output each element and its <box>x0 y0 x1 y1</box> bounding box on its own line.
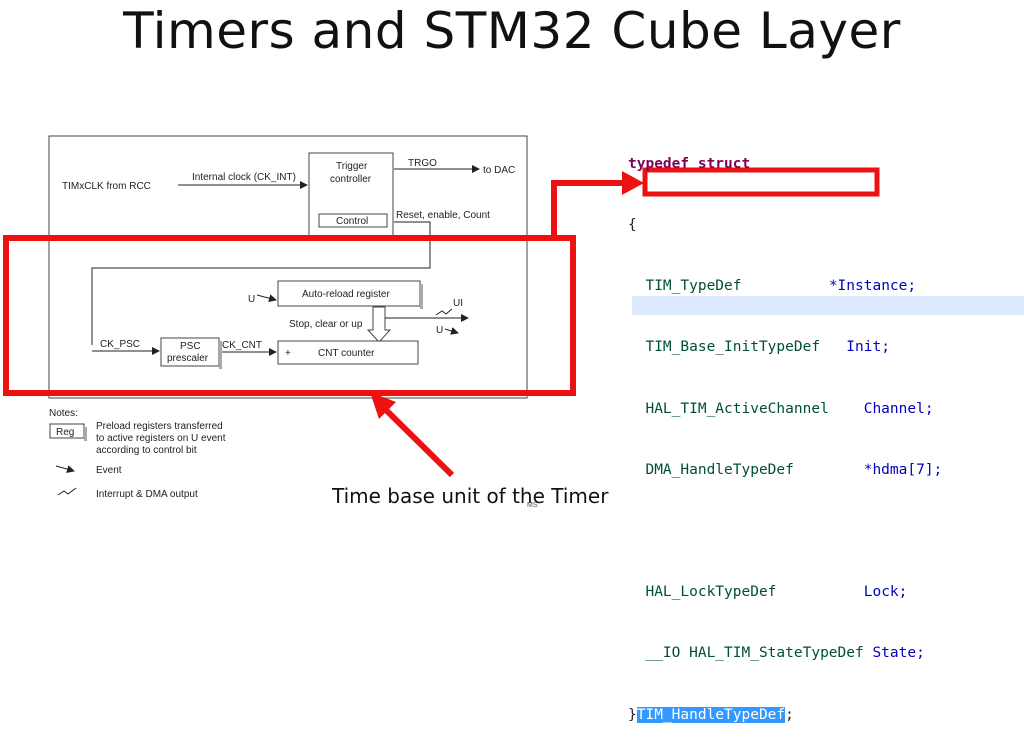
code-line-typedef: typedef struct <box>628 154 942 174</box>
auto-reload-box <box>277 280 421 307</box>
to-dac-label: to DAC <box>483 165 515 176</box>
prescaler-label: prescaler <box>167 353 209 364</box>
cnt-counter-box <box>277 340 419 365</box>
notes-heading: Notes: <box>49 408 78 419</box>
selected-line-highlight <box>632 296 1024 315</box>
u-out-label: U <box>436 325 443 336</box>
interrupt-icon <box>435 308 453 316</box>
code-line-blank <box>628 521 942 541</box>
cnt-counter-label: CNT counter <box>318 348 375 359</box>
interrupt-legend-label: Interrupt & DMA output <box>96 489 198 500</box>
psc-label: PSC <box>180 341 201 352</box>
code-line-member: DMA_HandleTypeDef *hdma[7]; <box>628 460 942 480</box>
psc-shadow <box>219 341 222 369</box>
keyword-struct: struct <box>697 155 751 172</box>
interrupt-legend-icon <box>57 487 77 496</box>
timer-block-diagram: TIMxCLK from RCC Internal clock (CK_INT)… <box>3 135 880 500</box>
clk-source-label: TIMxCLK from RCC <box>62 181 151 192</box>
diagram-frame <box>48 135 528 399</box>
event-icon <box>55 465 75 473</box>
trgo-label: TRGO <box>408 158 437 169</box>
code-snippet: typedef struct { TIM_TypeDef *Instance; … <box>628 113 942 745</box>
trigger-label: Trigger <box>336 161 368 172</box>
reg-legend-shadow <box>84 427 87 441</box>
ui-label: UI <box>453 298 463 309</box>
code-line-member: TIM_TypeDef *Instance; <box>628 276 942 296</box>
member-type: TIM_Base_InitTypeDef <box>645 339 821 356</box>
member-field: *Instance; <box>828 278 917 295</box>
member-field: Channel; <box>863 400 934 417</box>
connector-line <box>551 180 625 238</box>
code-line-member: HAL_LockTypeDef Lock; <box>628 582 942 602</box>
open-brace: { <box>628 217 637 234</box>
controller-label: controller <box>330 174 372 185</box>
member-field: State; <box>872 645 925 662</box>
struct-name: TIM_HandleTypeDef <box>636 706 786 723</box>
init-field-highlight <box>642 167 880 197</box>
reg-desc-line-3: according to control bit <box>96 445 197 456</box>
member-type: HAL_LockTypeDef <box>645 584 777 601</box>
u-in-event-line <box>256 294 277 303</box>
stop-clear-label: Stop, clear or up <box>289 319 363 330</box>
code-line-member: HAL_TIM_ActiveChannel Channel; <box>628 399 942 419</box>
code-line-open: { <box>628 215 942 235</box>
code-line-close: }TIM_HandleTypeDef; <box>628 705 942 725</box>
reg-legend-label: Reg <box>56 427 74 438</box>
auto-reload-label: Auto-reload register <box>302 289 390 300</box>
semicolon: ; <box>785 706 794 723</box>
member-type: DMA_HandleTypeDef <box>645 461 794 478</box>
u-out-event-line <box>444 327 459 335</box>
code-line-member: __IO HAL_TIM_StateTypeDef State; <box>628 643 942 663</box>
transfer-arrow <box>366 306 392 343</box>
connector-arrowhead <box>622 171 644 195</box>
pointer-arrow-line <box>383 407 455 478</box>
ck-psc-label: CK_PSC <box>100 339 140 350</box>
caption: Time base unit of the Timer <box>332 484 609 508</box>
member-field: Init; <box>846 339 890 356</box>
reg-desc-line-1: Preload registers transferred <box>96 421 223 432</box>
control-label: Control <box>336 216 368 227</box>
event-legend-label: Event <box>96 465 122 476</box>
time-base-highlight <box>3 235 576 396</box>
member-field: *hdma[7]; <box>863 461 943 478</box>
control-to-counter-line <box>91 221 431 345</box>
keyword-typedef: typedef <box>628 155 690 172</box>
plus-label: + <box>285 348 291 359</box>
code-line-member: TIM_Base_InitTypeDef Init; <box>628 337 942 357</box>
u-in-label: U <box>248 294 255 305</box>
reg-desc-line-2: to active registers on U event <box>96 433 226 444</box>
slide-title: Timers and STM32 Cube Layer <box>123 2 901 60</box>
member-type: TIM_TypeDef <box>645 278 742 295</box>
auto-reload-shadow <box>420 284 423 309</box>
internal-clock-label: Internal clock (CK_INT) <box>192 172 296 183</box>
control-box <box>318 213 388 228</box>
member-field: Lock; <box>863 584 908 601</box>
reset-enable-label: Reset, enable, Count <box>396 210 490 221</box>
close-brace: } <box>628 706 637 723</box>
psc-box <box>160 337 220 367</box>
member-type: __IO HAL_TIM_StateTypeDef <box>645 645 864 662</box>
pointer-arrowhead <box>370 392 396 419</box>
ck-cnt-label: CK_CNT <box>222 340 262 351</box>
member-type: HAL_TIM_ActiveChannel <box>645 400 829 417</box>
footer-mark: MS <box>527 502 538 509</box>
